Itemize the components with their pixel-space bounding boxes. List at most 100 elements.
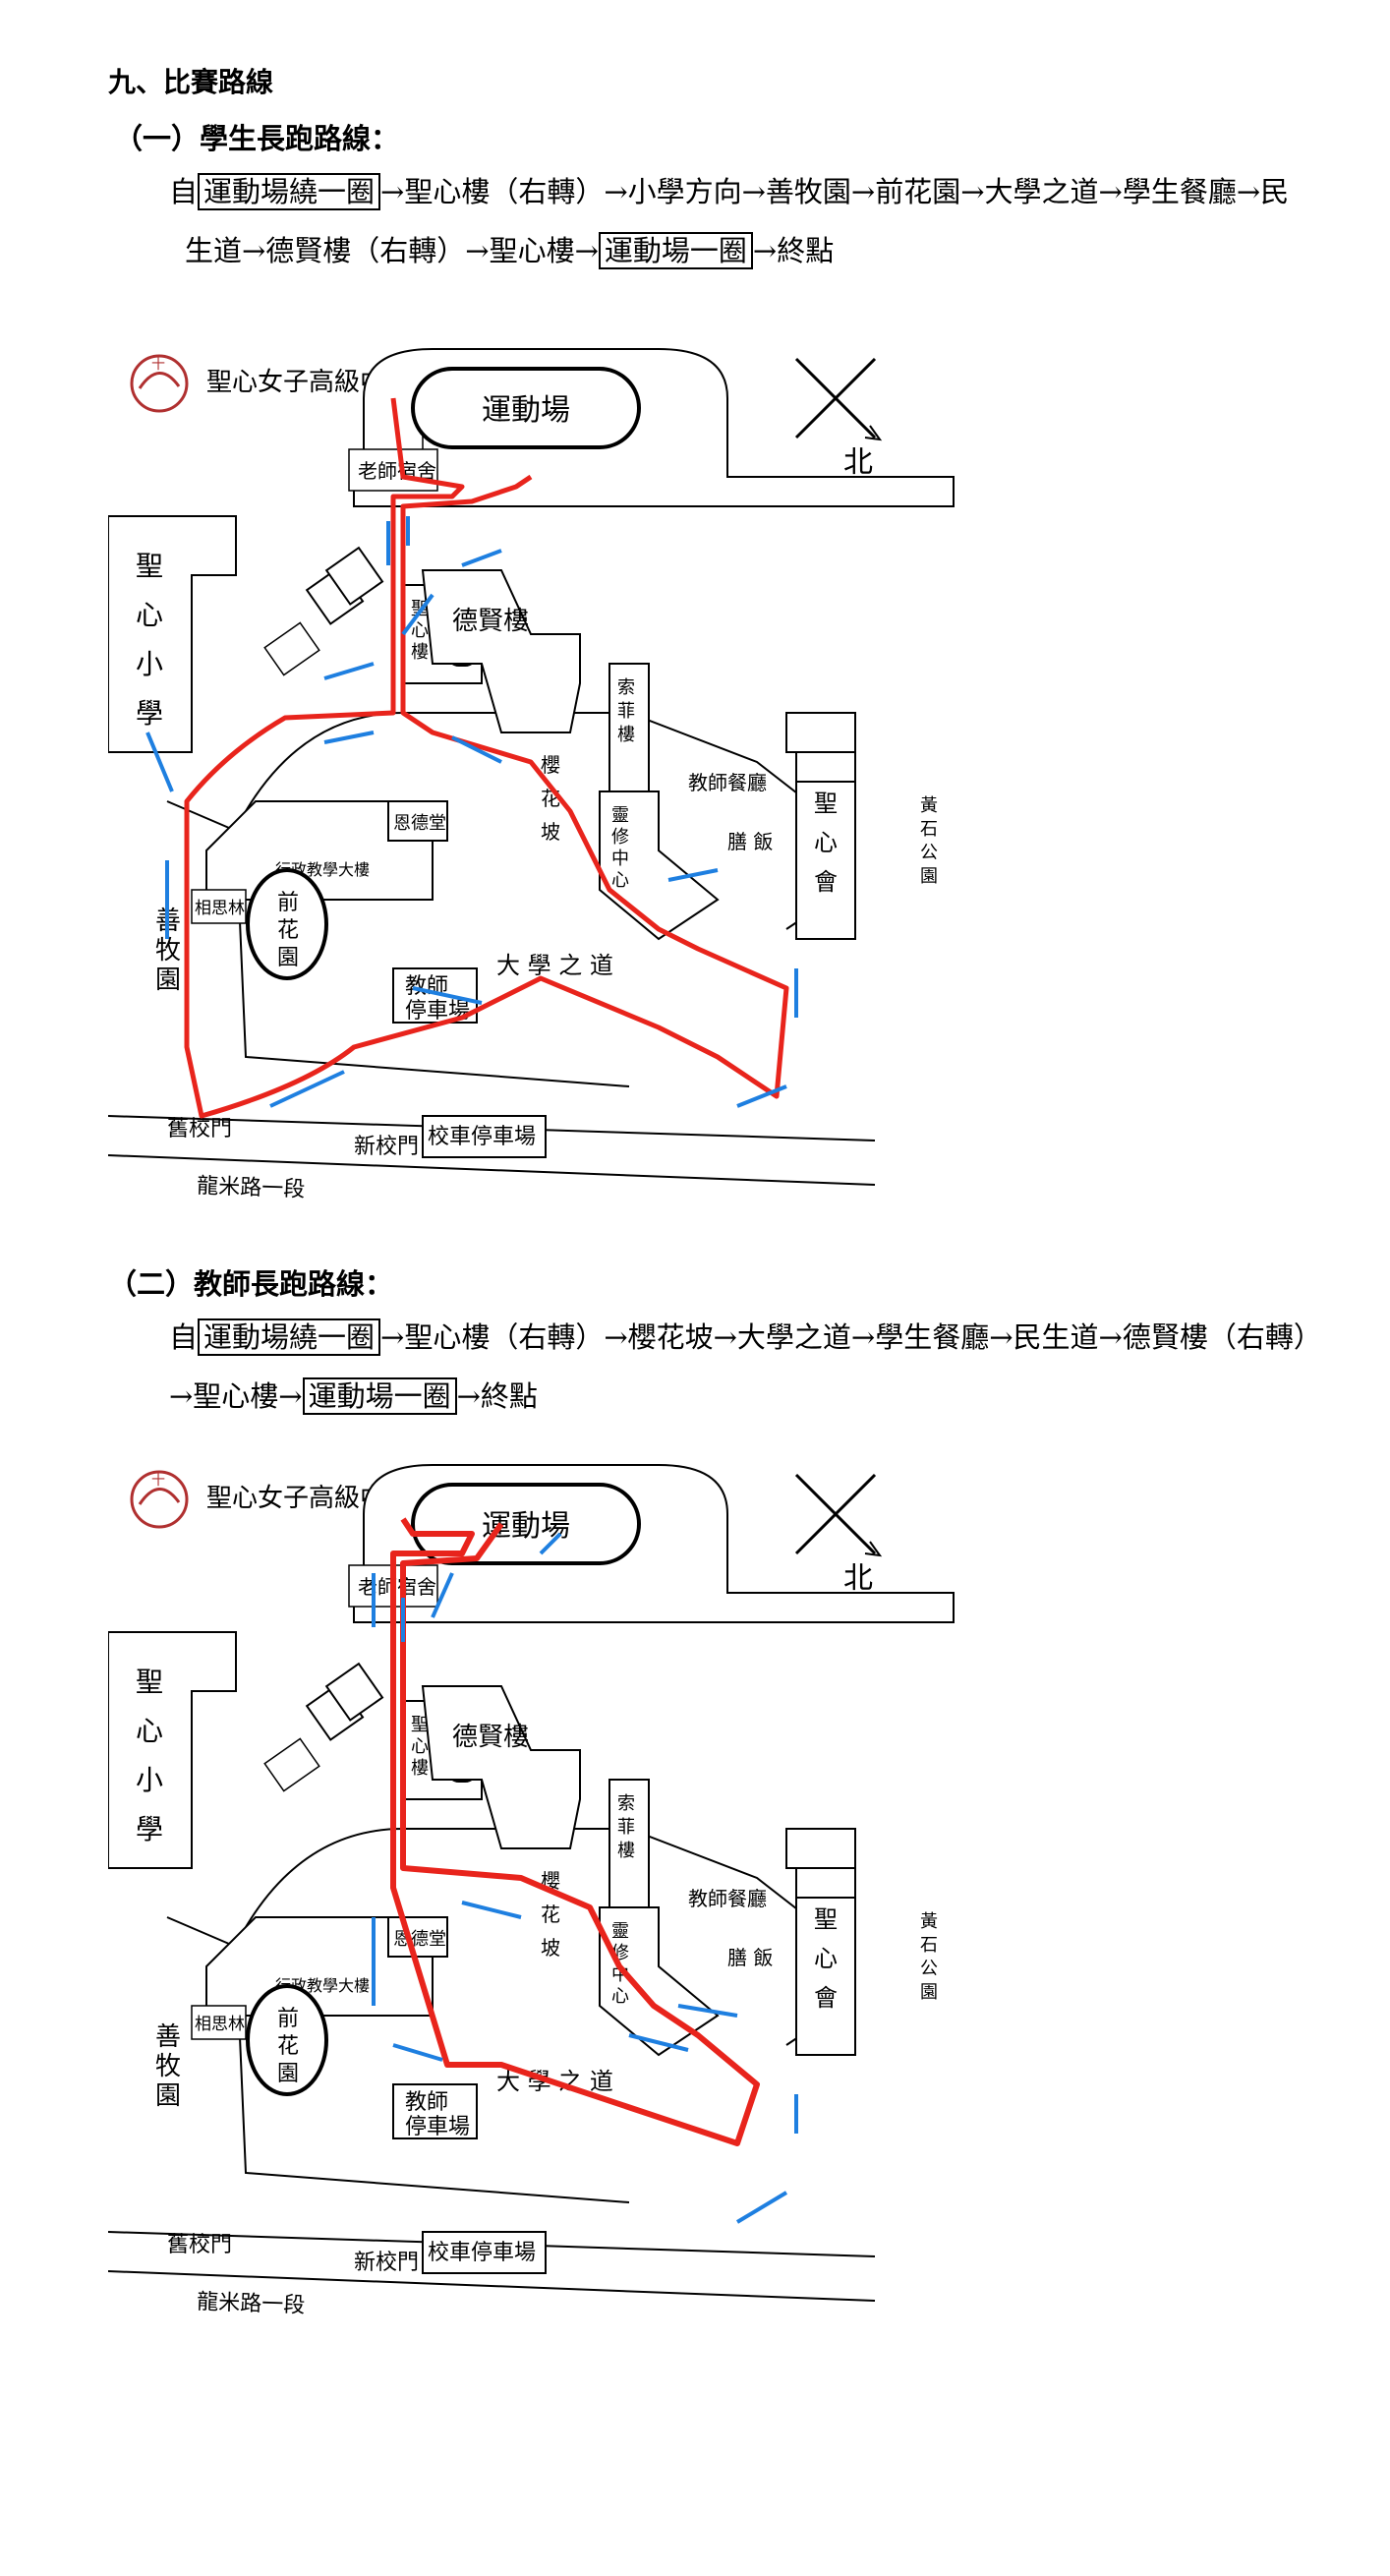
front-garden-char: 園 [277,946,299,970]
front-garden-char: 花 [277,2034,299,2059]
sacred-heart-assoc-char: 會 [814,868,838,896]
old-gate-label: 舊校門 [167,1117,232,1142]
hall-char: 心 [411,620,429,641]
huangshi-park-char: 園 [920,866,938,887]
teacher-dining-label: 教師餐廳 [688,771,767,794]
retreat-center-char: 修 [611,827,629,848]
huangshi-park-char: 園 [920,1982,938,2003]
huangshi-park-char: 公 [920,843,938,863]
primary-school-char: 小 [136,1764,163,1796]
front-garden-char: 前 [277,891,299,915]
retreat-center-char: 心 [611,1986,629,2007]
school-logo-icon: 十 [130,1470,189,1529]
shanmu-garden-char: 善 [155,2022,181,2052]
bus-parking-label: 校車停車場 [428,2241,536,2265]
new-gate-label: 新校門 [354,1135,419,1159]
north-compass-icon: 北 [794,357,883,480]
north-label: 北 [843,445,873,480]
university-way-label: 大 學 之 道 [496,952,613,979]
stadium-label: 運動場 [482,393,570,428]
primary-school-char: 學 [136,697,163,730]
dexian-building-label: 德賢樓 [452,607,529,636]
retreat-center-char: 中 [611,849,629,869]
cafeteria-label: 膳 飯 [727,830,773,853]
direction-arrows [372,1532,798,2224]
sophia-building-char: 索 [617,677,635,698]
sophia-building-char: 樓 [617,725,635,745]
teacher-dining-label: 教師餐廳 [688,1887,767,1910]
front-garden-char: 前 [277,2007,299,2031]
north-compass-icon: 北 [794,1473,883,1596]
teacher-route-line2: →聖心樓→運動場一圈→終點 [169,1374,538,1415]
teacher-route-line1: 自運動場繞一圈→聖心樓（右轉）→櫻花坡→大學之道→學生餐廳→民生道→德賢樓（右轉… [169,1315,1322,1356]
sakura-slope-char: 坡 [541,820,560,844]
teacher-parking-char: 教師 [405,2090,448,2115]
svg-text:十: 十 [151,1473,165,1489]
student-line1-rest: →聖心樓（右轉）→小學方向→善牧園→前花園→大學之道→學生餐廳→民 [380,175,1290,208]
teacher-line1-rest: →聖心樓（右轉）→櫻花坡→大學之道→學生餐廳→民生道→德賢樓（右轉） [380,1320,1322,1354]
student-line2-end: →終點 [752,234,835,267]
student-route-heading: （一）學生長跑路線： [114,122,400,155]
huangshi-park-char: 公 [920,1959,938,1979]
north-label: 北 [843,1561,873,1596]
student-line2-main: 生道→德賢樓（右轉）→聖心樓→ [185,234,599,267]
svg-text:十: 十 [151,357,165,373]
new-gate-label: 新校門 [354,2251,419,2275]
huangshi-park-char: 石 [920,819,938,840]
sakura-slope-char: 花 [541,1903,560,1926]
sakura-slope-char: 坡 [541,1936,560,1960]
primary-school-char: 小 [136,648,163,680]
shanmu-garden-char: 牧 [155,2052,181,2081]
primary-school-char: 心 [136,599,163,631]
student-line1-boxed: 運動場繞一圈 [198,173,381,210]
ende-hall-label: 恩德堂 [393,813,446,834]
teacher-line2-main: →聖心樓→ [169,1379,303,1413]
primary-school-char: 聖 [136,1666,163,1698]
front-garden-char: 園 [277,2062,299,2086]
ende-hall-label: 恩德堂 [393,1929,446,1950]
hall-char: 樓 [411,1758,429,1779]
teacher-line2-end: →終點 [456,1379,538,1413]
shanmu-garden-char: 牧 [155,936,181,966]
primary-school-char: 心 [136,1715,163,1747]
direction-arrows [145,516,798,1108]
student-route-line1: 自運動場繞一圈→聖心樓（右轉）→小學方向→善牧園→前花園→大學之道→學生餐廳→民 [169,169,1289,210]
dexian-building-label: 德賢樓 [452,1723,529,1752]
sakura-slope-char: 櫻 [541,753,560,777]
sacred-heart-assoc-char: 心 [814,829,838,856]
hall-char: 樓 [411,642,429,663]
sophia-building-char: 樓 [617,1841,635,1861]
student-line1-prefix: 自 [169,175,199,208]
road-label: 龍米路一段 [197,2290,306,2318]
teacher-line1-boxed: 運動場繞一圈 [198,1318,381,1356]
xiangsi-grove-label: 相思林 [195,899,245,918]
school-logo-icon: 十 [130,354,189,413]
hall-char: 心 [411,1736,429,1757]
teacher-parking-char: 停車場 [405,2115,470,2139]
huangshi-park-char: 黃 [920,1911,938,1932]
section-title: 九、比賽路線 [108,66,274,98]
student-route-path [184,397,789,1119]
teacher-line1-prefix: 自 [169,1320,199,1354]
retreat-center-char: 靈 [611,1921,629,1942]
teacher-route-heading: （二）教師長跑路線： [108,1267,394,1301]
retreat-center-char: 靈 [611,805,629,826]
teacher-dorm-label: 老師宿舍 [358,1575,436,1599]
bus-parking-label: 校車停車場 [428,1125,536,1149]
huangshi-park-char: 石 [920,1935,938,1956]
huangshi-park-char: 黃 [920,795,938,816]
shanmu-garden-char: 園 [155,2081,181,2111]
old-gate-label: 舊校門 [167,2233,232,2257]
xiangsi-grove-label: 相思林 [195,2015,245,2034]
road-label: 龍米路一段 [197,1174,306,1202]
cafeteria-label: 膳 飯 [727,1946,773,1969]
sacred-heart-assoc-char: 聖 [814,790,838,817]
primary-school-char: 學 [136,1813,163,1845]
sophia-building-char: 索 [617,1793,635,1814]
sacred-heart-assoc-char: 聖 [814,1905,838,1933]
teacher-line2-boxed: 運動場一圈 [302,1377,457,1415]
